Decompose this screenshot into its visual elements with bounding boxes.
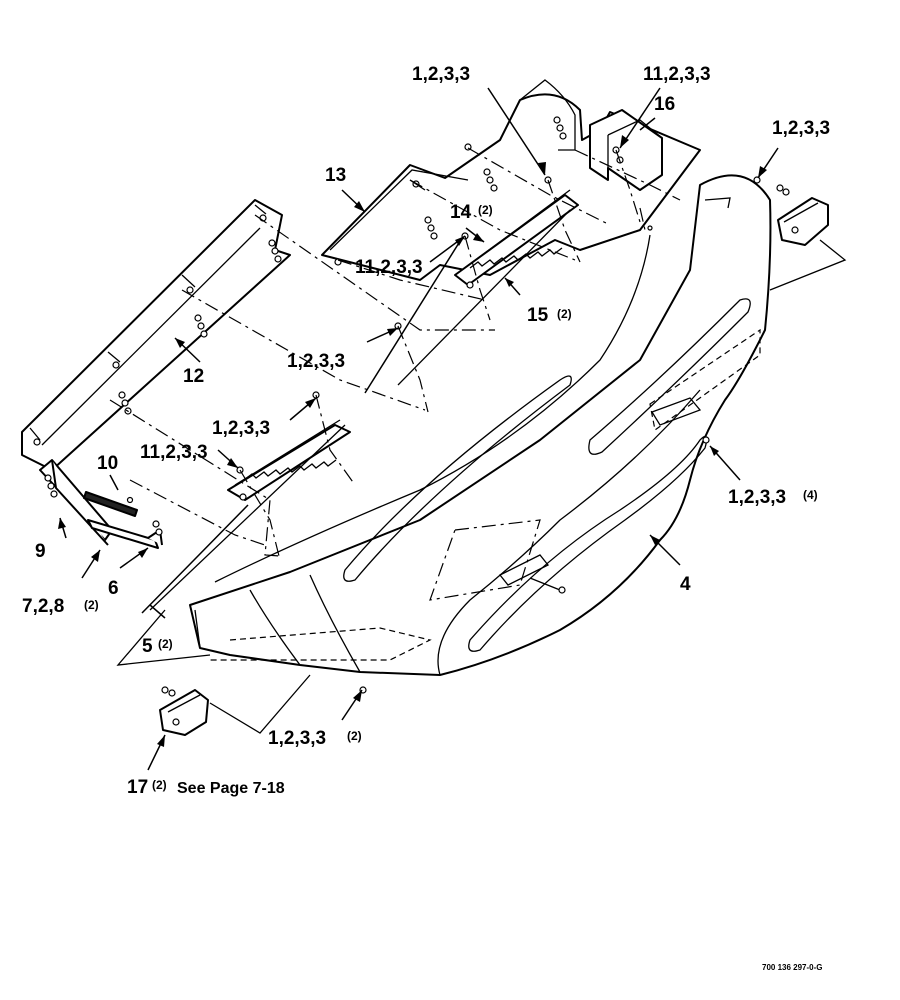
callout-13: 13 xyxy=(325,165,346,186)
callout-12: 12 xyxy=(183,366,204,387)
callout-left-11: 11,2,3,3 xyxy=(140,442,208,463)
callout-10: 10 xyxy=(97,453,118,474)
assembly-centerlines xyxy=(109,147,847,734)
rod-part-5 xyxy=(141,504,249,614)
callout-15-qty: (2) xyxy=(557,307,572,321)
hinge-plate-part-15 xyxy=(397,189,579,386)
callout-17-note: See Page 7-18 xyxy=(177,780,285,797)
callout-17-qty: (2) xyxy=(152,778,167,792)
callout-15: 15 xyxy=(527,305,549,326)
callout-mid-11: 11,2,3,3 xyxy=(355,257,423,278)
figure-code: 700 136 297-0-G xyxy=(762,963,823,972)
callout-16: 16 xyxy=(654,94,675,115)
shield-part-4 xyxy=(189,174,772,676)
callout-9: 9 xyxy=(35,541,46,562)
leader-lines xyxy=(58,87,779,771)
callout-mid-1: 1,2,3,3 xyxy=(287,351,345,372)
callout-bottom-qty: (2) xyxy=(347,729,362,743)
callout-top-1: 1,2,3,3 xyxy=(412,64,470,85)
callout-14: 14 xyxy=(450,202,472,223)
callout-4: 4 xyxy=(680,574,691,595)
hinge-part-right xyxy=(776,184,829,246)
bracket-part-6 xyxy=(87,519,163,549)
callout-7-qty: (2) xyxy=(84,598,99,612)
callout-6: 6 xyxy=(108,578,119,599)
callout-right-low-1: 1,2,3,3 xyxy=(728,487,786,508)
hinge-plate-part-14 xyxy=(149,419,351,611)
hinge-part-17-bottom xyxy=(159,686,209,736)
callout-7: 7,2,8 xyxy=(22,596,64,617)
callout-labels: 1,2,3,3 11,2,3,3 16 1,2,3,3 13 14 (2) 11… xyxy=(22,64,830,798)
callout-bottom-1: 1,2,3,3 xyxy=(268,728,326,749)
callout-top-11: 11,2,3,3 xyxy=(643,64,711,85)
hardware-fasteners xyxy=(44,116,761,694)
rod-upper xyxy=(364,237,463,394)
callout-14-qty: (2) xyxy=(478,203,493,217)
bracket-part-16 xyxy=(589,109,663,191)
callout-right-low-qty: (4) xyxy=(803,488,818,502)
callout-17: 17 xyxy=(127,777,148,798)
strip-part-10 xyxy=(83,491,138,517)
callout-right-1: 1,2,3,3 xyxy=(772,118,830,139)
callout-5-qty: (2) xyxy=(158,637,173,651)
callout-5: 5 xyxy=(142,636,153,657)
callout-left-1: 1,2,3,3 xyxy=(212,418,270,439)
